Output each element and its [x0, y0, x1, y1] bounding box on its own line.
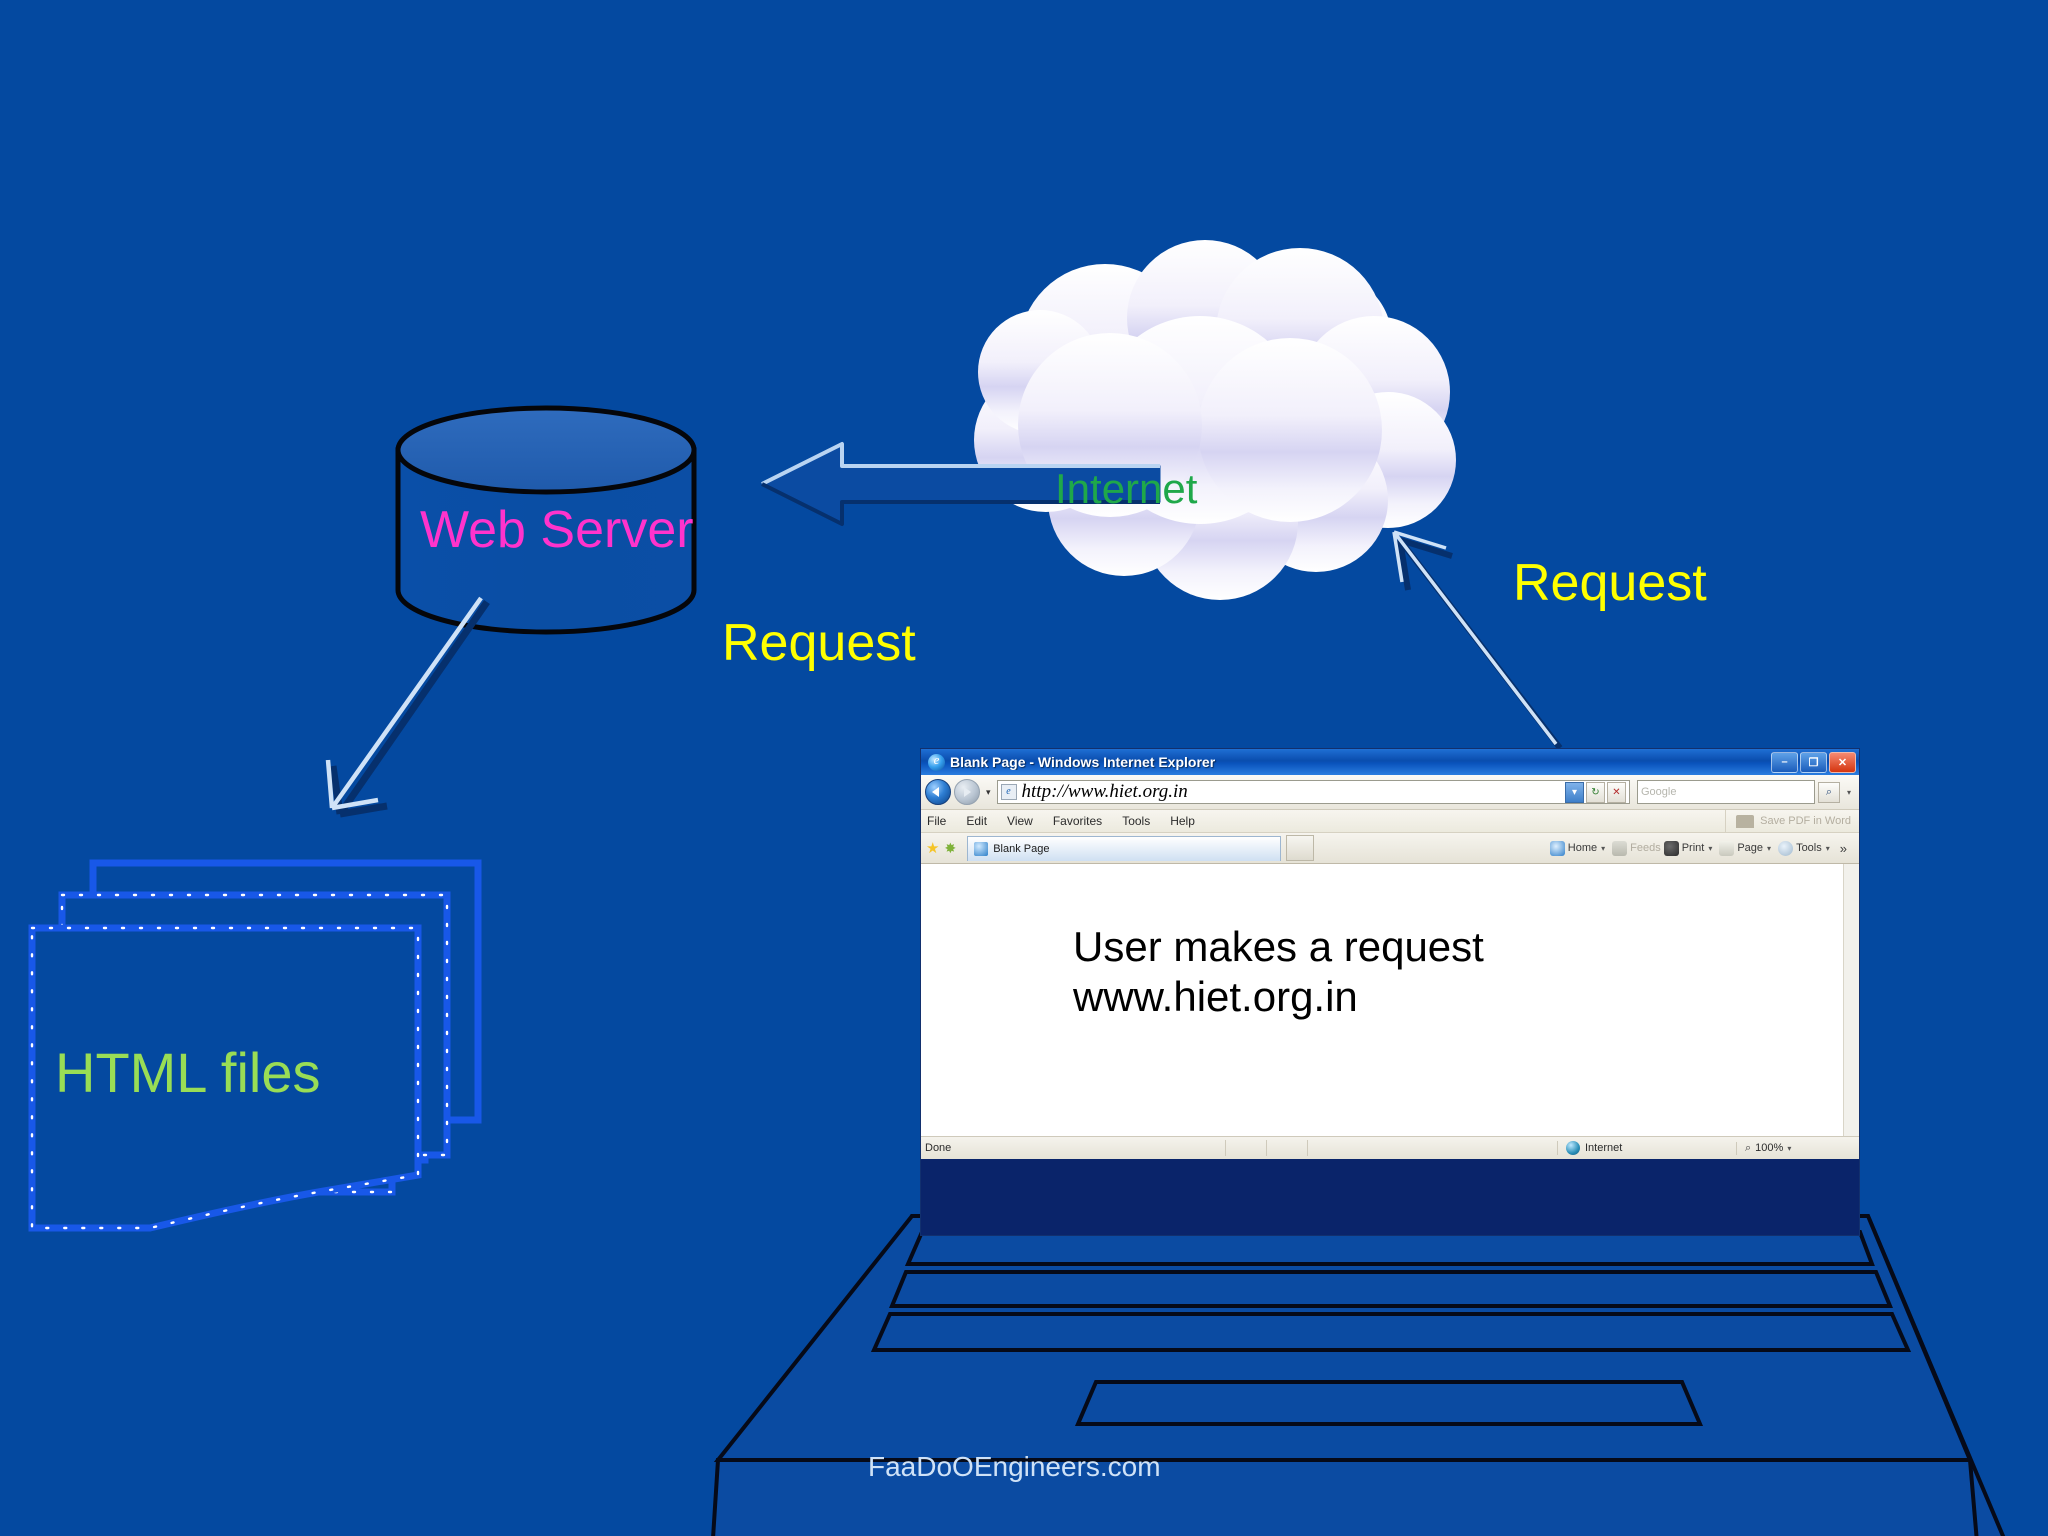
tab-bar: ★ ✸ Blank Page Home ▾ Feeds	[921, 833, 1859, 864]
request-label-right: Request	[1513, 554, 1707, 612]
tab-blank-page[interactable]: Blank Page	[967, 835, 1282, 861]
menu-item-favorites[interactable]: Favorites	[1052, 814, 1103, 828]
page-content-line-1: User makes a request	[1073, 923, 1484, 970]
request-label-left: Request	[722, 614, 916, 672]
chevron-down-icon[interactable]: ▾	[1601, 843, 1606, 853]
footer-watermark: FaaDoOEngineers.com	[868, 1451, 1161, 1482]
command-page-label: Page	[1737, 842, 1764, 854]
zoom-level-label: 100%	[1755, 1142, 1784, 1154]
page-icon	[974, 841, 989, 856]
chevron-down-icon[interactable]: ▾	[1787, 1143, 1792, 1153]
command-tools[interactable]: Tools ▾	[1778, 840, 1834, 856]
add-to-favorites-icon[interactable]: ✸	[944, 839, 957, 856]
chevron-down-icon[interactable]: ▾	[1767, 843, 1772, 853]
internet-cloud-shape	[974, 240, 1456, 600]
status-cell	[1307, 1140, 1348, 1156]
ie-logo-icon	[928, 752, 945, 771]
web-server-label: Web Server	[420, 501, 694, 559]
command-home[interactable]: Home ▾	[1549, 840, 1609, 856]
menu-item-view[interactable]: View	[1007, 814, 1033, 828]
feeds-icon	[1612, 840, 1628, 856]
menu-bar: File Edit View Favorites Tools Help Save…	[921, 810, 1859, 833]
chevron-down-icon[interactable]: ▾	[1565, 781, 1584, 803]
new-tab-button[interactable]	[1286, 835, 1315, 861]
html-files-shape	[28, 859, 482, 1232]
address-url-text[interactable]: http://www.hiet.org.in	[1021, 781, 1188, 802]
menu-item-help[interactable]: Help	[1170, 814, 1195, 828]
window-title: Blank Page - Windows Internet Explorer	[950, 754, 1216, 770]
security-zone-label: Internet	[1585, 1142, 1623, 1154]
address-bar[interactable]: e http://www.hiet.org.in ▾ ↻ ✕	[996, 780, 1630, 804]
search-placeholder: Google	[1641, 786, 1677, 798]
globe-icon	[1566, 1141, 1580, 1155]
command-feeds-label: Feeds	[1630, 842, 1661, 854]
command-overflow-icon[interactable]: »	[1839, 840, 1847, 856]
address-toolbar: ▾ e http://www.hiet.org.in ▾ ↻ ✕ Google …	[921, 775, 1859, 810]
home-icon	[1549, 840, 1565, 856]
status-cell	[1225, 1140, 1266, 1156]
command-home-label: Home	[1567, 842, 1598, 854]
chevron-down-icon[interactable]: ▾	[1708, 843, 1713, 853]
search-provider-chevron-icon[interactable]: ▾	[1846, 787, 1851, 797]
arrow-client-to-internet	[1392, 530, 1563, 750]
convert-toolbar[interactable]: Save PDF in Word	[1725, 810, 1859, 832]
browser-chrome: ▾ e http://www.hiet.org.in ▾ ↻ ✕ Google …	[921, 775, 1859, 1159]
zoom-control[interactable]: ⌕ 100% ▾	[1736, 1141, 1855, 1155]
search-icon[interactable]: ⌕	[1818, 781, 1840, 803]
search-input[interactable]: Google	[1637, 780, 1815, 804]
vertical-scrollbar[interactable]	[1843, 864, 1859, 1136]
laptop-base-shape	[711, 1214, 2006, 1536]
status-spacer	[1225, 1140, 1557, 1156]
menu-item-edit[interactable]: Edit	[966, 814, 988, 828]
command-tools-label: Tools	[1796, 842, 1822, 854]
menu-item-file[interactable]: File	[927, 814, 947, 828]
status-text: Done	[925, 1142, 952, 1154]
internet-label: Internet	[1055, 465, 1198, 512]
web-server-shape	[395, 405, 697, 635]
security-zone[interactable]: Internet	[1557, 1141, 1736, 1155]
menu-item-tools[interactable]: Tools	[1122, 814, 1151, 828]
command-print-label: Print	[1681, 842, 1705, 854]
zoom-icon: ⌕	[1745, 1141, 1752, 1154]
tools-icon	[1778, 840, 1794, 856]
browser-window[interactable]: Blank Page - Windows Internet Explorer –…	[920, 748, 1860, 1236]
page-content: User makes a request www.hiet.org.in	[1073, 922, 1484, 1021]
minimize-button[interactable]: –	[1771, 751, 1798, 773]
chevron-down-icon[interactable]: ▾	[1825, 843, 1830, 853]
convert-icon	[1736, 814, 1755, 828]
favorites-star-icon[interactable]: ★	[926, 840, 940, 857]
status-bar: Done Internet ⌕ 100% ▾	[921, 1137, 1859, 1159]
convert-toolbar-label: Save PDF in Word	[1760, 815, 1851, 827]
arrow-internet-to-server	[760, 442, 1161, 526]
page-content-line-2: www.hiet.org.in	[1073, 972, 1358, 1020]
arrow-server-to-html-files	[325, 596, 490, 818]
forward-icon[interactable]	[954, 779, 980, 805]
refresh-icon[interactable]: ↻	[1586, 781, 1605, 803]
page-viewport: User makes a request www.hiet.org.in	[921, 864, 1859, 1137]
browser-titlebar[interactable]: Blank Page - Windows Internet Explorer –…	[921, 749, 1859, 775]
page-icon	[1719, 840, 1735, 856]
history-dropdown-icon[interactable]: ▾	[986, 786, 991, 797]
maximize-button[interactable]: ❐	[1800, 751, 1827, 773]
print-icon	[1663, 840, 1679, 856]
stop-icon[interactable]: ✕	[1607, 781, 1626, 803]
close-button[interactable]: ✕	[1829, 751, 1856, 773]
command-page[interactable]: Page ▾	[1719, 840, 1775, 856]
back-icon[interactable]	[925, 779, 951, 805]
command-feeds[interactable]: Feeds	[1612, 840, 1661, 856]
tab-label: Blank Page	[993, 842, 1050, 855]
status-cell	[1266, 1140, 1307, 1156]
command-print[interactable]: Print ▾	[1663, 840, 1717, 856]
html-files-label: HTML files	[55, 1041, 321, 1104]
command-bar: Home ▾ Feeds Print ▾ Page	[1549, 840, 1854, 856]
page-icon: e	[1000, 784, 1017, 800]
